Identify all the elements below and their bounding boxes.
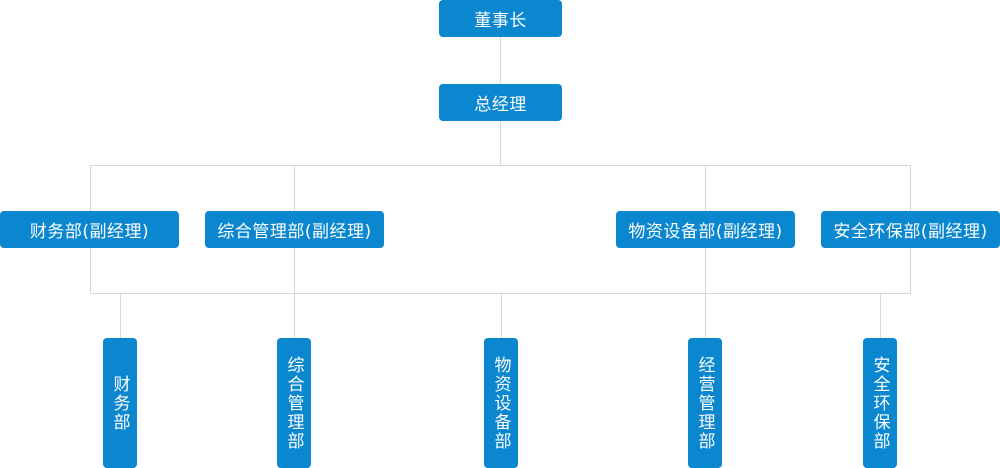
deputy-admin-box: 综合管理部(副经理) xyxy=(205,211,384,248)
general-manager-box: 总经理 xyxy=(439,84,562,121)
dept-safety-label: 安全环保部 xyxy=(869,355,890,451)
dept-materials-label: 物资设备部 xyxy=(490,355,511,451)
deputy-materials-box: 物资设备部(副经理) xyxy=(616,211,795,248)
dept-admin-label: 综合管理部 xyxy=(283,355,304,451)
deputy-finance-label: 财务部(副经理) xyxy=(29,222,150,242)
chairman-box: 董事长 xyxy=(439,0,562,37)
dept-operations-box: 经营管理部 xyxy=(688,338,722,468)
general-manager-label: 总经理 xyxy=(474,95,527,115)
deputy-finance-box: 财务部(副经理) xyxy=(0,211,179,248)
chairman-label: 董事长 xyxy=(474,11,527,31)
dept-admin-box: 综合管理部 xyxy=(277,338,311,468)
deputy-safety-box: 安全环保部(副经理) xyxy=(821,211,1000,248)
dept-finance-label: 财务部 xyxy=(109,374,130,432)
dept-operations-label: 经营管理部 xyxy=(694,355,715,451)
dept-finance-box: 财务部 xyxy=(103,338,137,468)
dept-safety-box: 安全环保部 xyxy=(863,338,897,468)
deputy-safety-label: 安全环保部(副经理) xyxy=(833,222,988,242)
deputy-admin-label: 综合管理部(副经理) xyxy=(217,222,372,242)
deputy-materials-label: 物资设备部(副经理) xyxy=(628,222,783,242)
dept-materials-box: 物资设备部 xyxy=(484,338,518,468)
